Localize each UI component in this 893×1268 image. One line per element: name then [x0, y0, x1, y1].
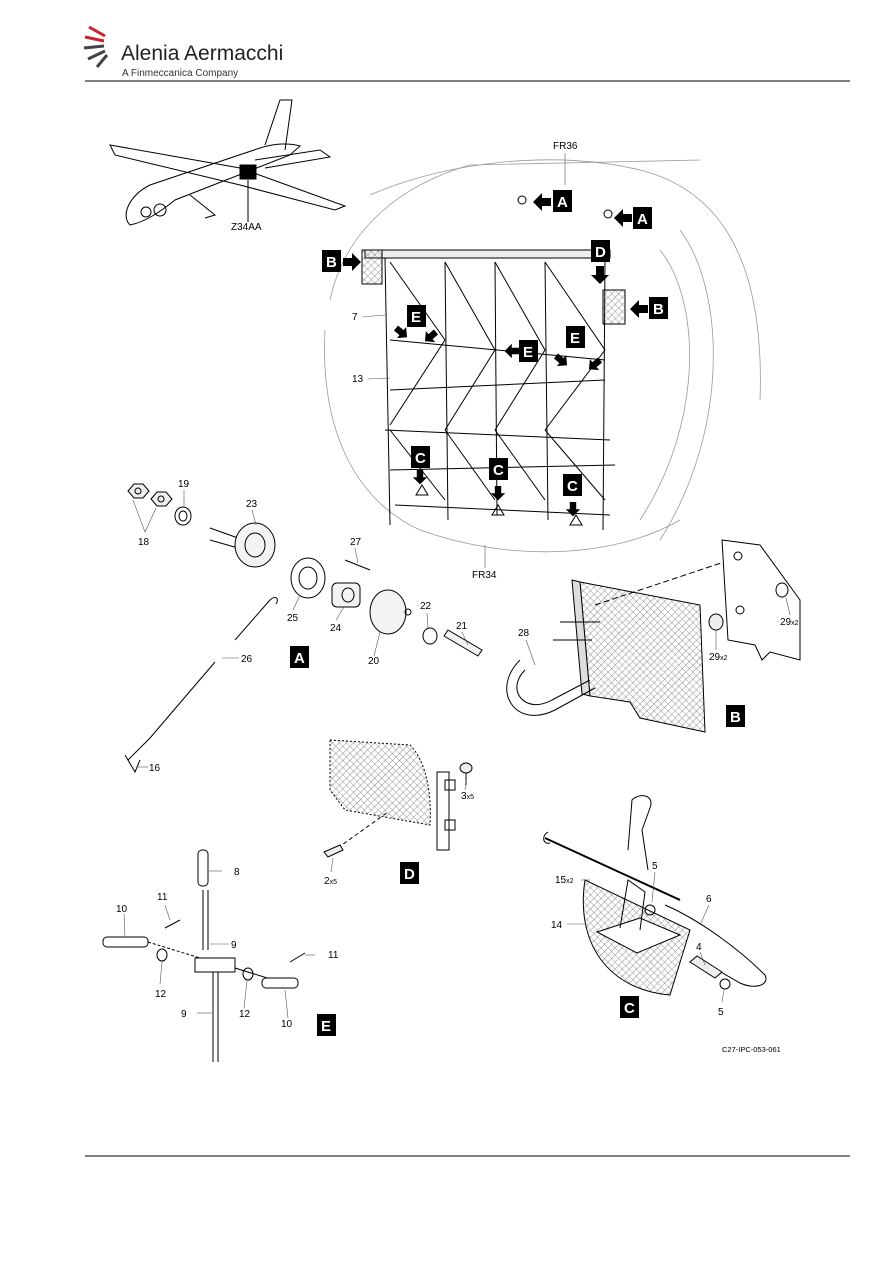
- detail-a-leaders: [132, 490, 469, 768]
- tag-b-2: B: [649, 297, 668, 319]
- svg-text:E: E: [570, 330, 580, 347]
- tag-c-2: C: [489, 458, 508, 480]
- callout-11-a: 11: [157, 892, 168, 903]
- arrow-c3-icon: [565, 502, 581, 517]
- detail-e-leaders: [123, 870, 315, 1019]
- tag-a-2: A: [633, 207, 652, 229]
- brand-name: Alenia Aermacchi: [121, 42, 283, 65]
- tag-e-2: E: [519, 340, 538, 362]
- callout-12-b: 12: [239, 1009, 251, 1020]
- frame-bottom-label: FR34: [472, 570, 497, 581]
- callout-4: 4: [696, 942, 702, 953]
- svg-text:B: B: [653, 301, 664, 318]
- callout-11-b: 11: [328, 950, 339, 961]
- arrow-d-icon: [591, 266, 609, 284]
- callout-5-a: 5: [652, 861, 658, 872]
- tag-c-3: C: [563, 474, 582, 496]
- callout-5-b: 5: [718, 1007, 724, 1018]
- svg-text:C: C: [624, 1000, 635, 1017]
- callout-18: 18: [138, 537, 150, 548]
- tag-a-detail: A: [290, 646, 309, 668]
- aircraft-locator: [109, 99, 347, 226]
- svg-text:C: C: [567, 478, 578, 495]
- callout-22: 22: [420, 601, 432, 612]
- callout-2: 2x5: [324, 876, 337, 887]
- callout-25: 25: [287, 613, 299, 624]
- arrow-c1-icon: [412, 470, 428, 485]
- callout-27: 27: [350, 537, 362, 548]
- detail-e: [102, 849, 306, 1062]
- frame-top-label: FR36: [553, 141, 578, 152]
- brand-mark-icon: [83, 25, 109, 68]
- callout-20: 20: [368, 656, 380, 667]
- arrow-a1-icon: [533, 193, 551, 211]
- detail-d-leaders: [330, 779, 467, 873]
- callout-8: 8: [234, 867, 240, 878]
- callout-21: 21: [456, 621, 468, 632]
- tag-d-main: D: [591, 240, 610, 262]
- callout-23: 23: [246, 499, 258, 510]
- tag-c-detail: C: [620, 996, 639, 1018]
- svg-text:A: A: [637, 211, 648, 228]
- callout-29-b: 29x2: [780, 617, 799, 628]
- arrow-a2-icon: [614, 209, 632, 227]
- callout-7: 7: [352, 312, 358, 323]
- callout-19: 19: [178, 479, 190, 490]
- svg-text:C: C: [493, 462, 504, 479]
- detail-b-leaders: [525, 597, 791, 666]
- callout-10-a: 10: [116, 904, 128, 915]
- svg-text:A: A: [557, 194, 568, 211]
- tag-b-1: B: [322, 250, 341, 272]
- cargo-net: [361, 195, 626, 531]
- detail-c-leaders: [567, 871, 725, 1003]
- arrow-e3-icon: [551, 350, 605, 375]
- callout-6: 6: [706, 894, 712, 905]
- detail-a: [124, 483, 483, 774]
- arrow-e2-icon: [504, 343, 519, 359]
- detail-b: [506, 539, 801, 733]
- callout-3: 3x5: [461, 791, 474, 802]
- callout-14: 14: [551, 920, 563, 931]
- callout-26: 26: [241, 654, 253, 665]
- svg-text:E: E: [321, 1018, 331, 1035]
- callout-13: 13: [352, 374, 364, 385]
- arrow-b1-icon: [343, 253, 361, 271]
- callout-28: 28: [518, 628, 530, 639]
- detail-d: [323, 739, 473, 858]
- svg-text:B: B: [730, 709, 741, 726]
- brand-tagline: A Finmeccanica Company: [122, 68, 238, 79]
- callout-12-a: 12: [155, 989, 167, 1000]
- arrow-b2-icon: [630, 300, 648, 318]
- arrow-c2-icon: [490, 486, 506, 501]
- tag-e-3: E: [566, 326, 585, 348]
- brand-logo: Alenia Aermacchi A Finmeccanica Company: [83, 25, 283, 79]
- callout-10-b: 10: [281, 1019, 293, 1030]
- svg-text:B: B: [326, 254, 337, 271]
- tag-e-detail: E: [317, 1014, 336, 1036]
- net-leaders: [361, 314, 391, 380]
- callout-24: 24: [330, 623, 342, 634]
- detail-c: [543, 795, 767, 996]
- zone-label: Z34AA: [231, 222, 262, 233]
- callout-9-b: 9: [181, 1009, 187, 1020]
- tag-b-detail: B: [726, 705, 745, 727]
- svg-text:D: D: [404, 866, 415, 883]
- callout-29-a: 29x2: [709, 652, 728, 663]
- svg-text:A: A: [294, 650, 305, 667]
- svg-text:D: D: [595, 244, 606, 261]
- tag-e-1: E: [407, 305, 426, 327]
- svg-text:E: E: [523, 344, 533, 361]
- svg-text:C: C: [415, 450, 426, 467]
- tag-a-1: A: [553, 190, 572, 212]
- svg-text:E: E: [411, 309, 421, 326]
- figure-id: C27-IPC-053-061: [722, 1045, 781, 1054]
- tag-c-1: C: [411, 446, 430, 468]
- callout-16: 16: [149, 763, 161, 774]
- callout-15: 15x2: [555, 875, 574, 886]
- callout-9-a: 9: [231, 940, 237, 951]
- tag-d-detail: D: [400, 862, 419, 884]
- fuselage-outline: [324, 159, 761, 553]
